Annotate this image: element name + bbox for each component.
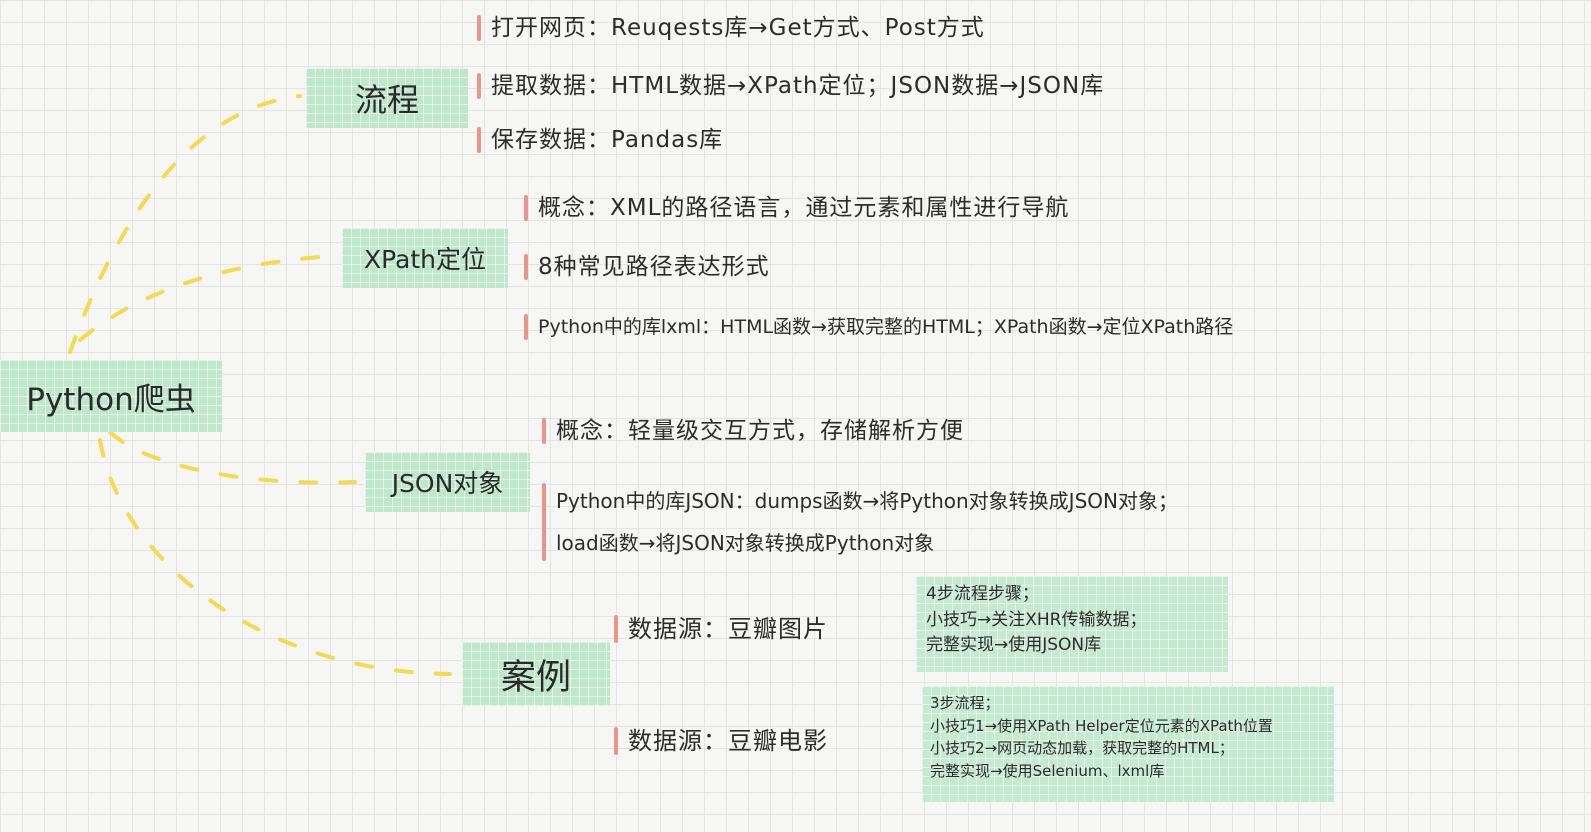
case1-note-line-3: 完整实现→使用JSON库 [926, 635, 1102, 655]
branch-node-xpath[interactable]: XPath定位 [342, 228, 508, 288]
flow-leaf-extract-data: 提取数据：HTML数据→XPath定位；JSON数据→JSON库 [477, 70, 1104, 102]
xpath-leaf-expressions: 8种常见路径表达形式 [524, 251, 770, 283]
connector-root-flow [68, 94, 302, 354]
case-leaf-douban-movies: 数据源：豆瓣电影 [614, 724, 828, 758]
json-leaf-concept: 概念：轻量级交互方式，存储解析方便 [542, 415, 964, 447]
xpath-leaf-concept: 概念：XML的路径语言，通过元素和属性进行导航 [524, 192, 1069, 224]
case1-note-line-2: 小技巧→关注XHR传输数据； [926, 609, 1147, 630]
case-note-douban-movies: 3步流程； 小技巧1→使用XPath Helper定位元素的XPath位置 小技… [922, 686, 1334, 802]
case2-note-line-2: 小技巧1→使用XPath Helper定位元素的XPath位置 [930, 716, 1273, 735]
branch-label-xpath: XPath定位 [363, 245, 487, 274]
case2-note-line-1: 3步流程； [930, 694, 1000, 712]
flow-leaf-open-page: 打开网页：Reuqests库→Get方式、Post方式 [477, 12, 985, 44]
case1-note-line-1: 4步流程步骤； [926, 584, 1039, 604]
case2-note-line-4: 完整实现→使用Selenium、lxml库 [930, 761, 1165, 780]
xpath-leaf-lxml: Python中的库lxml：HTML函数→获取完整的HTML；XPath函数→定… [524, 311, 1233, 343]
case2-note-line-3: 小技巧2→网页动态加载，获取完整的HTML； [930, 739, 1234, 757]
branch-label-flow: 流程 [354, 81, 419, 119]
branch-label-json: JSON对象 [391, 469, 504, 498]
branch-node-flow[interactable]: 流程 [306, 68, 468, 128]
connector-root-xpath [78, 254, 337, 342]
branch-node-json[interactable]: JSON对象 [365, 452, 530, 512]
case-note-douban-images: 4步流程步骤； 小技巧→关注XHR传输数据； 完整实现→使用JSON库 [916, 576, 1228, 672]
connector-root-cases [98, 438, 452, 676]
root-label: Python爬虫 [26, 381, 196, 418]
root-node[interactable]: Python爬虫 [0, 360, 222, 432]
connector-root-json [108, 430, 357, 485]
flow-leaf-save-data: 保存数据：Pandas库 [477, 124, 723, 156]
json-library-line-2: load函数→将JSON对象转换成Python对象 [556, 531, 935, 555]
branch-label-cases: 案例 [500, 657, 571, 698]
case-leaf-douban-images: 数据源：豆瓣图片 [614, 612, 828, 646]
json-library-line-1: Python中的库JSON：dumps函数→将Python对象转换成JSON对象… [556, 489, 1178, 513]
branch-node-cases[interactable]: 案例 [462, 642, 610, 706]
json-leaf-library: Python中的库JSON：dumps函数→将Python对象转换成JSON对象… [542, 480, 1178, 564]
